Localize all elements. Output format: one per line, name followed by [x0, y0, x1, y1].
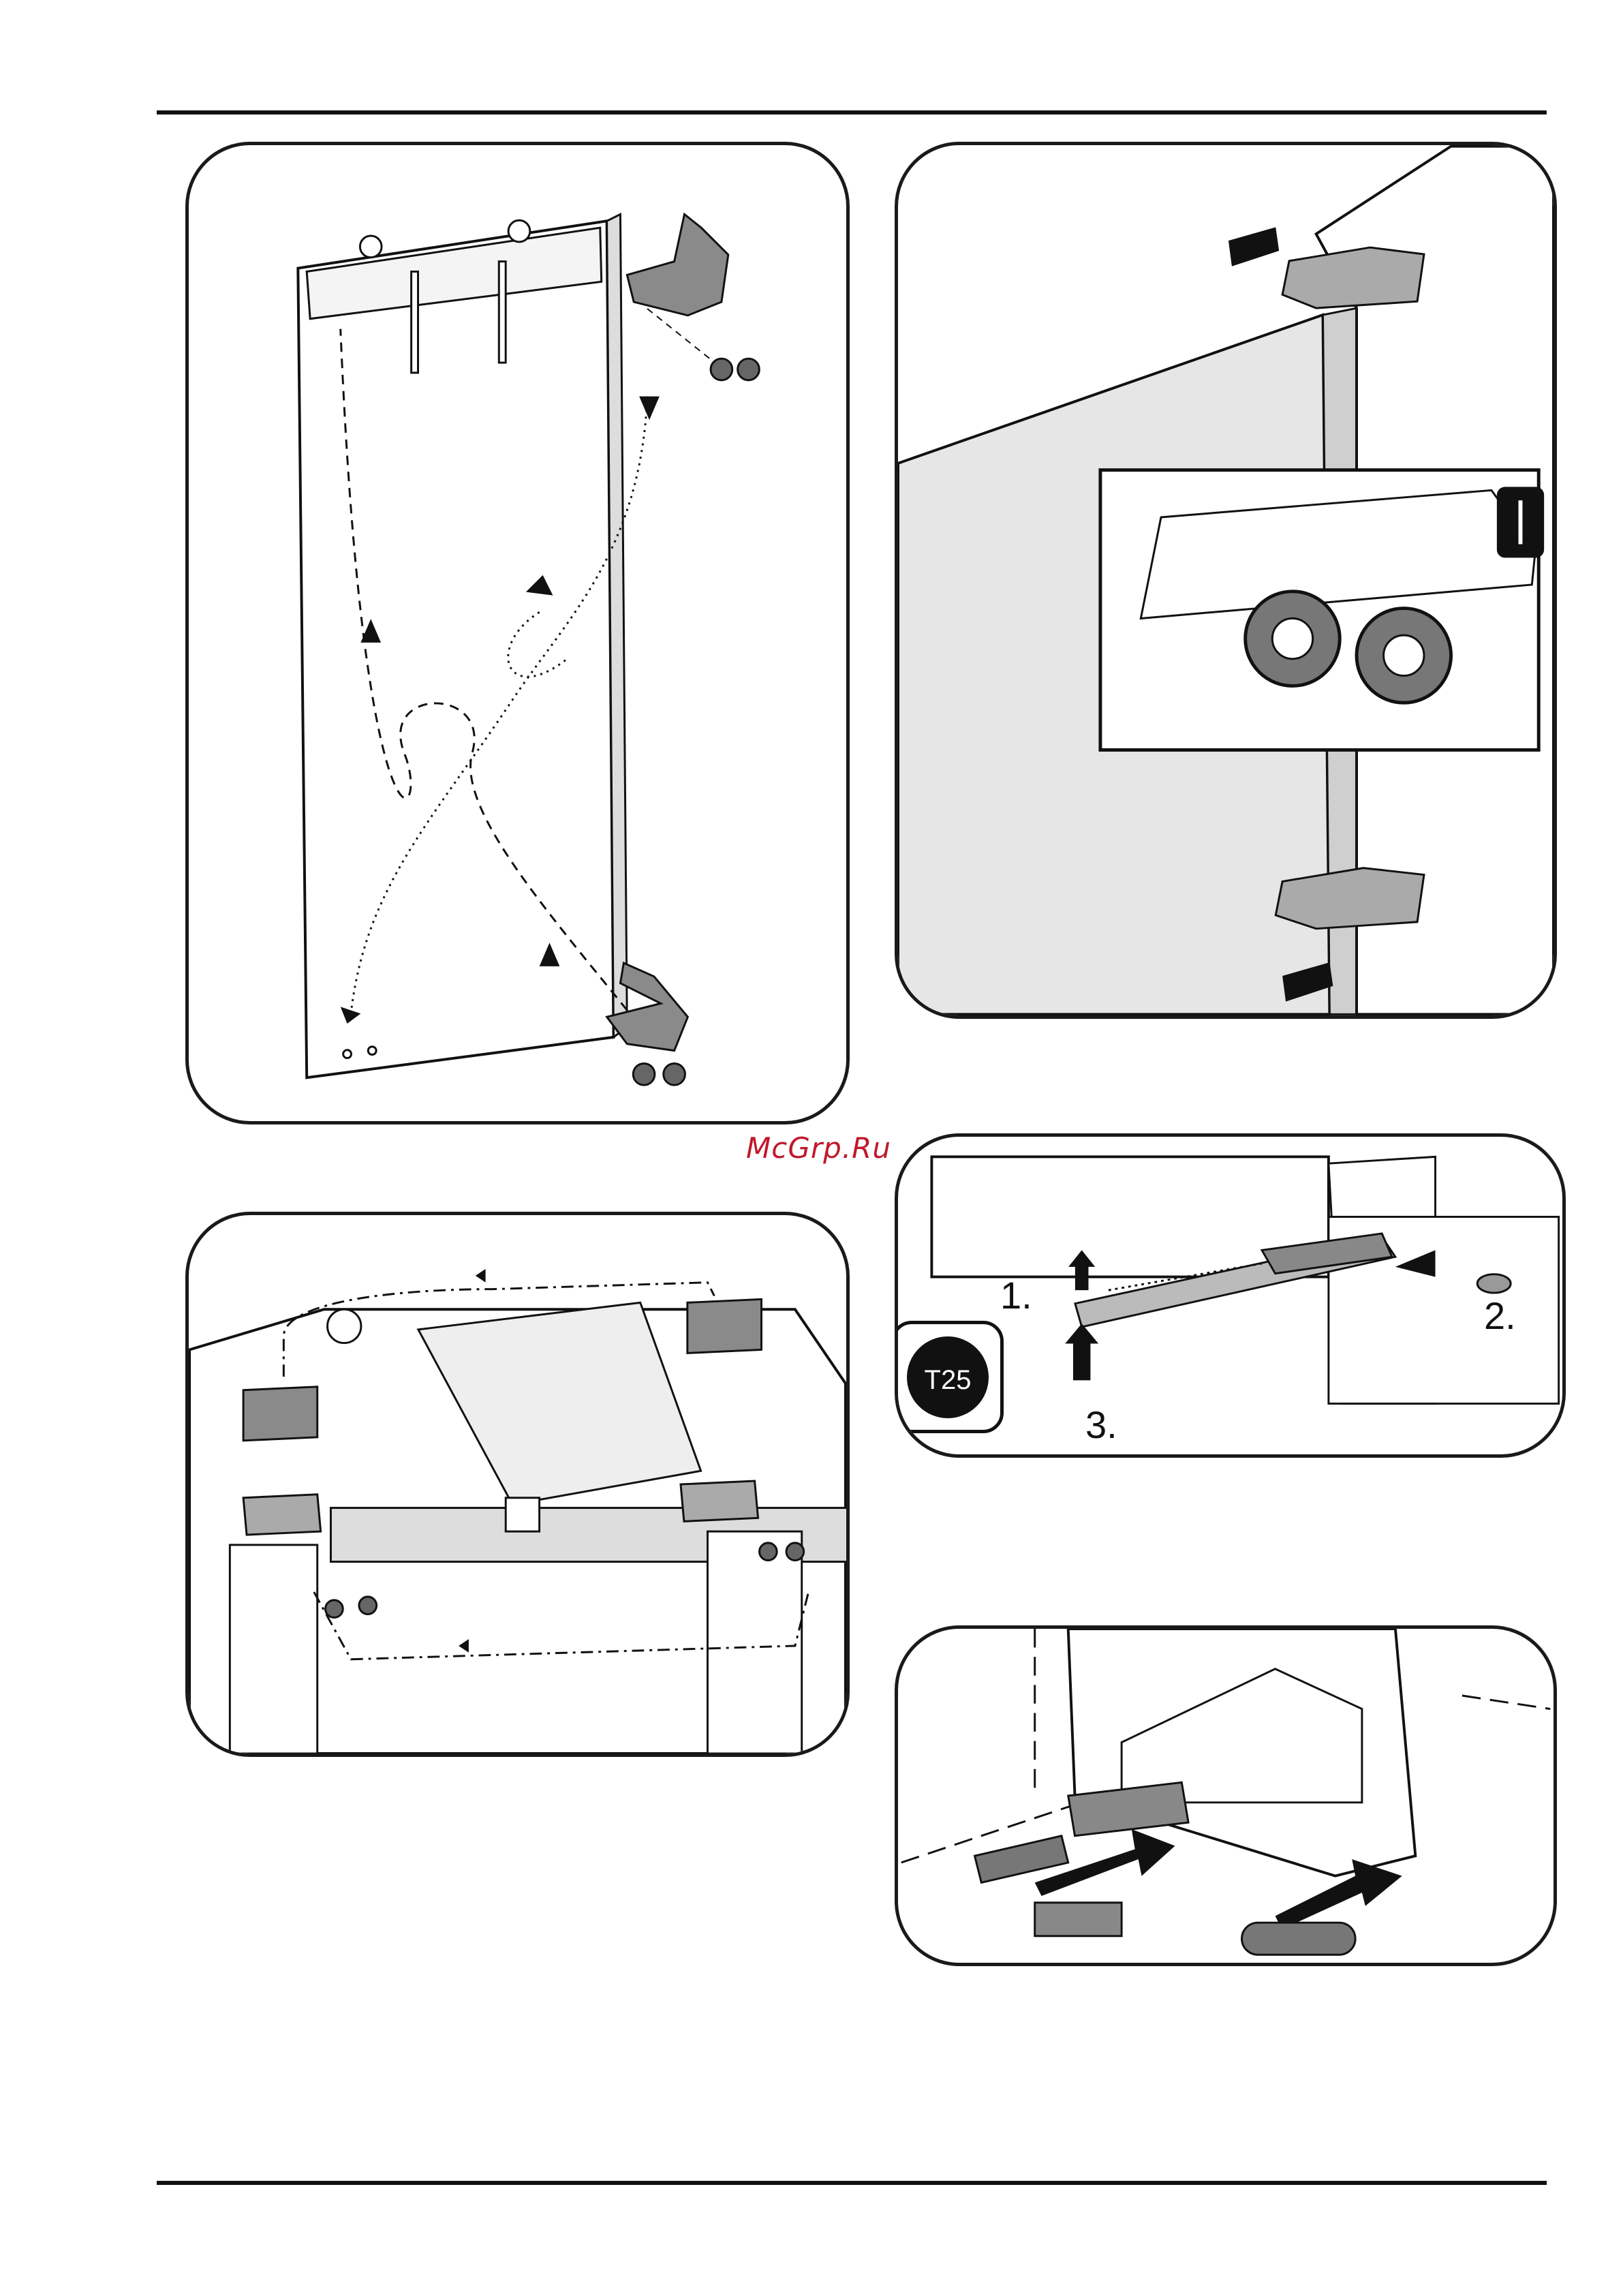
- nut-icon: [508, 220, 530, 242]
- cabinet-top-illustration: [189, 1215, 846, 1754]
- arrow-icon: [1228, 227, 1279, 266]
- torx-t25-icon: T25: [895, 1321, 1004, 1433]
- screw-icon: [633, 1063, 655, 1085]
- screw-icon: [760, 1543, 777, 1561]
- nut-icon: [360, 236, 382, 258]
- top-hinge-icon: [1282, 247, 1424, 308]
- screw-icon: [359, 1597, 377, 1614]
- panel-cabinet-top-hinges: [185, 1212, 850, 1757]
- screw-icon: [738, 358, 760, 380]
- screw-icon: [1477, 1274, 1511, 1293]
- tool-label: T25: [907, 1365, 989, 1396]
- screw-icon: [664, 1063, 685, 1085]
- arrow-icon: [476, 1269, 486, 1283]
- panel-hinge-adjustment: [895, 142, 1557, 1019]
- panel-bottom-cover: [895, 1625, 1557, 1966]
- cover-plate-icon: [1035, 1903, 1122, 1936]
- hinge-adjustment-illustration: [898, 145, 1554, 1015]
- step-3-label: 3.: [1085, 1403, 1117, 1447]
- panel-damper-install: 1. 2. 3. T25: [895, 1133, 1566, 1458]
- screw-icon: [326, 1600, 343, 1618]
- arrow-icon: [639, 397, 660, 420]
- cover-cap-icon: [1242, 1923, 1356, 1955]
- footer-rule: [157, 2181, 1547, 2185]
- bottom-cover-illustration: [898, 1629, 1554, 1963]
- hinge-plate-icon: [687, 1299, 762, 1353]
- door-hinge-illustration: [189, 145, 846, 1121]
- panel-door-hinge-swap: [185, 142, 850, 1124]
- header-rule: [157, 110, 1547, 114]
- step-1-label: 1.: [1000, 1273, 1032, 1317]
- arrow-icon: [1065, 1323, 1098, 1380]
- step-2-label: 2.: [1484, 1294, 1516, 1338]
- watermark: McGrp.Ru: [746, 1131, 891, 1165]
- top-hinge-icon: [627, 214, 728, 315]
- screw-icon: [786, 1543, 804, 1561]
- hinge-plate-icon: [243, 1387, 318, 1441]
